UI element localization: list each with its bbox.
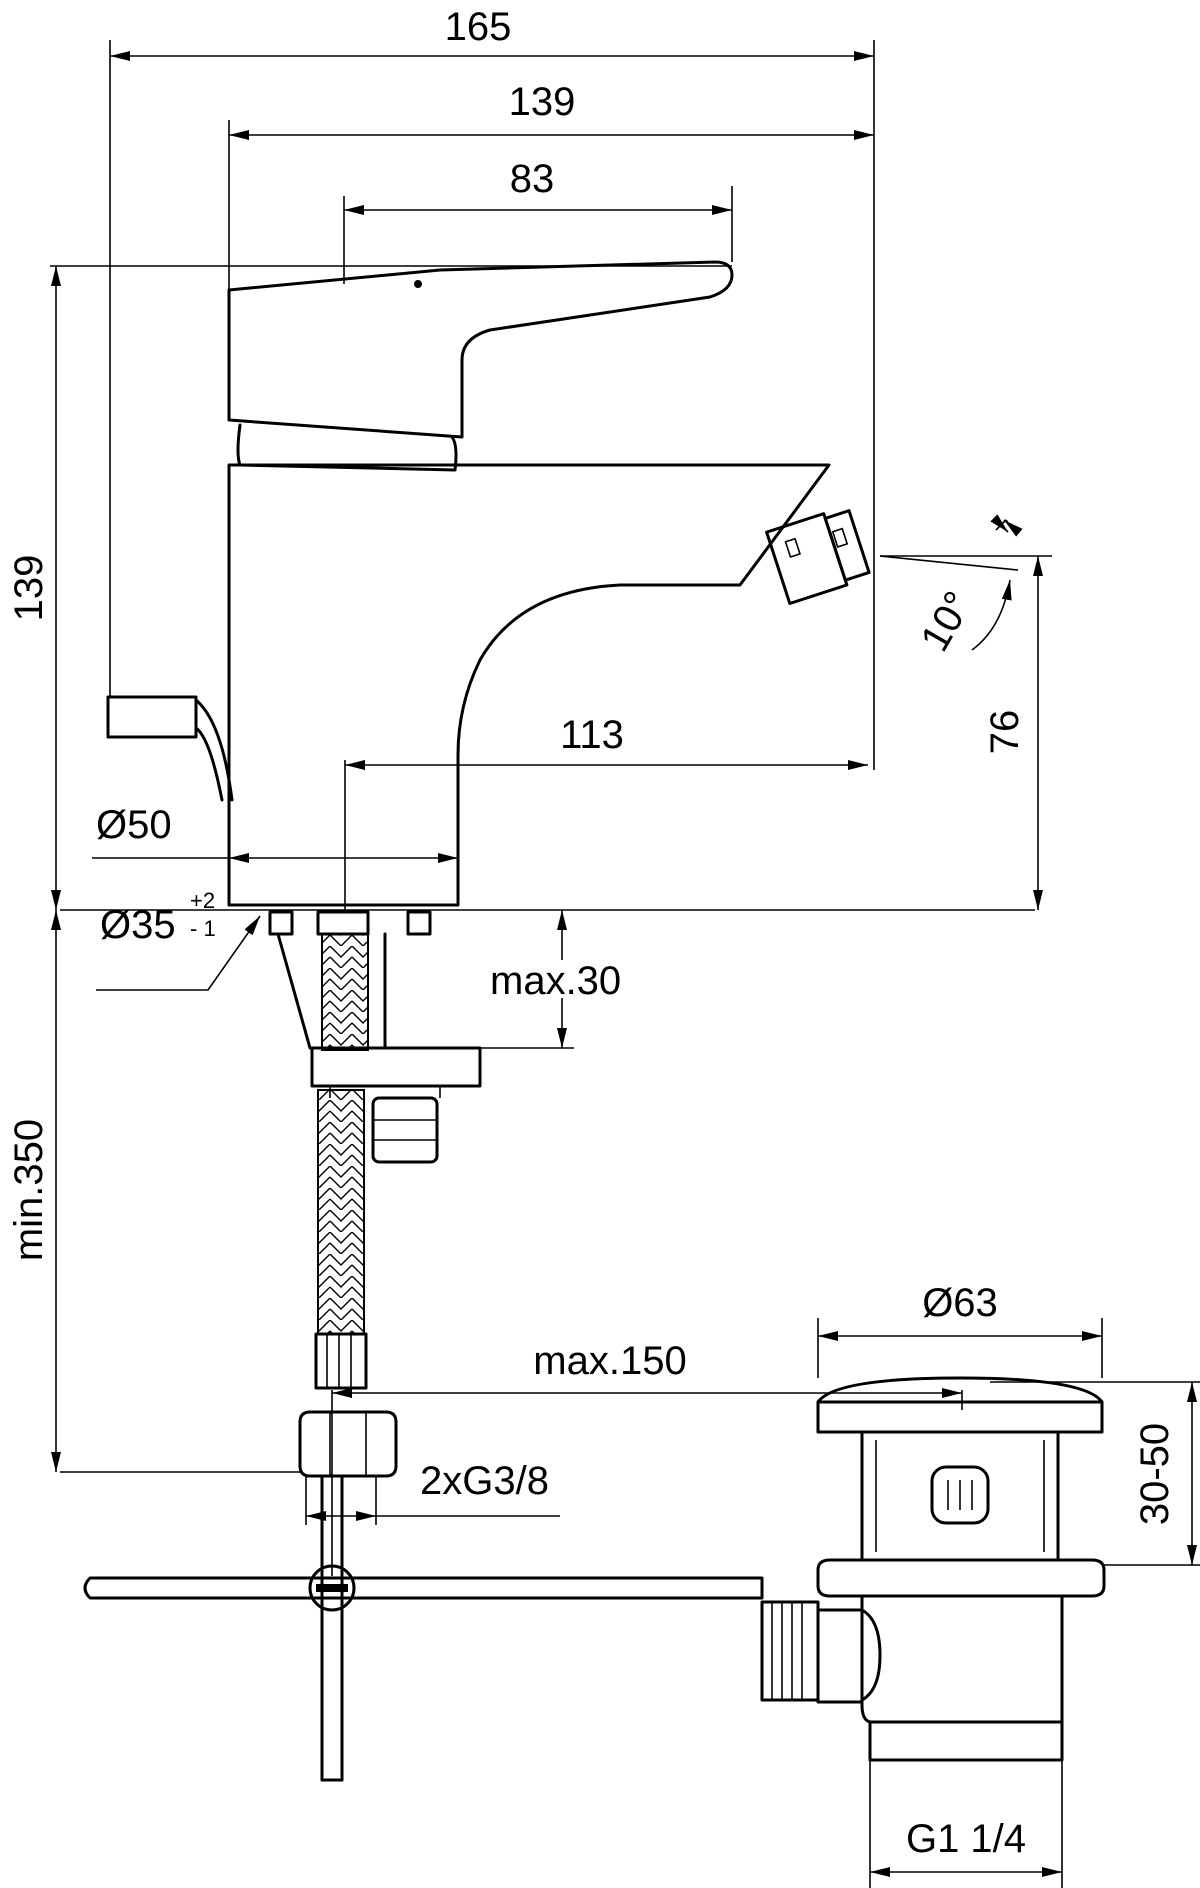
overflow-slot (930, 1465, 990, 1525)
hose-ferrule (314, 1332, 368, 1390)
lever-indicator-dot (414, 280, 422, 288)
label-max-30: max.30 (490, 959, 621, 1003)
label-113: 113 (560, 713, 624, 757)
label-diameter-50: Ø50 (96, 803, 172, 847)
upper-hose (321, 933, 369, 1051)
fixing-plate (310, 1046, 482, 1088)
fixing-nut (371, 1096, 439, 1164)
rod-thread-nut (760, 1600, 820, 1702)
label-76: 76 (983, 710, 1027, 755)
label-139-height: 139 (7, 555, 51, 622)
dimension-labels: 165 139 83 139 113 Ø50 Ø35 +2 - 1 76 10°… (7, 5, 1177, 1861)
label-max-150: max.150 (533, 1339, 686, 1383)
label-2xG3-8: 2xG3/8 (420, 1459, 549, 1503)
label-diameter-63: Ø63 (922, 1281, 998, 1325)
cartridge-collar (236, 423, 458, 472)
waste-body (860, 1594, 1064, 1724)
popup-rod (83, 1474, 764, 1782)
fixing-assembly (268, 910, 482, 1478)
label-83: 83 (510, 157, 555, 201)
faucet (106, 260, 871, 907)
spout-nozzle (765, 509, 871, 605)
pop-up-waste (760, 1376, 1106, 1762)
label-139-width: 139 (509, 80, 576, 124)
label-30-50: 30-50 (1133, 1423, 1177, 1525)
label-G1-1-4: G1 1/4 (906, 1817, 1026, 1861)
label-diameter-35: Ø35 (100, 903, 176, 947)
label-165: 165 (445, 5, 512, 49)
dimension-lines (50, 40, 1200, 1888)
label-10-degrees: 10° (913, 584, 981, 658)
faucet-body (227, 463, 831, 907)
flexible-hose (317, 1089, 365, 1335)
lever-handle (227, 260, 734, 439)
label-tolerance-plus: +2 (190, 888, 215, 913)
label-min-350: min.350 (7, 1119, 51, 1261)
label-tolerance-minus: - 1 (190, 916, 216, 941)
hose-connector-nut (298, 1410, 398, 1478)
popup-knob (106, 695, 234, 802)
